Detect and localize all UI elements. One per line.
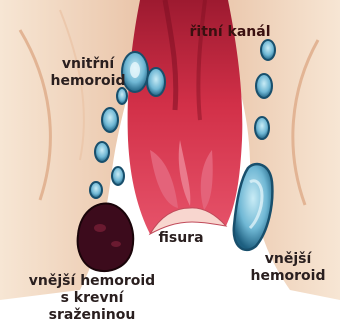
fissure-label: fisura (150, 230, 212, 247)
vessel (261, 40, 275, 60)
vessel (255, 117, 269, 139)
internal-hemorrhoid (147, 68, 165, 96)
vessel (102, 108, 118, 132)
external-hemorrhoid-label-line-2: hemoroid (242, 268, 334, 285)
clot-label-line-1: vnější hemoroid (12, 273, 172, 290)
vessel (117, 88, 127, 104)
clot (78, 204, 134, 271)
vessel (90, 182, 102, 198)
anal-canal-label-line-1: řitní kanál (170, 24, 290, 41)
internal-hemorrhoid-label-line-1: vnitřní (36, 56, 140, 73)
external-hemorrhoid-label: vnější hemoroid (242, 251, 334, 285)
vessel (95, 142, 109, 162)
clot-label-line-3: sraženinou (12, 307, 172, 324)
internal-hemorrhoid-label-line-2: hemoroid (36, 73, 140, 90)
vessel (256, 74, 272, 98)
anal-canal-label: řitní kanál (170, 24, 290, 41)
internal-hemorrhoid-label: vnitřní hemoroid (36, 56, 140, 90)
clot-label-line-2: s krevní (12, 290, 172, 307)
vessel (112, 167, 124, 185)
external-hemorrhoid-clot-label: vnější hemoroid s krevní sraženinou (12, 273, 172, 324)
fissure-label-line-1: fisura (150, 230, 212, 247)
external-hemorrhoid-label-line-1: vnější (242, 251, 334, 268)
